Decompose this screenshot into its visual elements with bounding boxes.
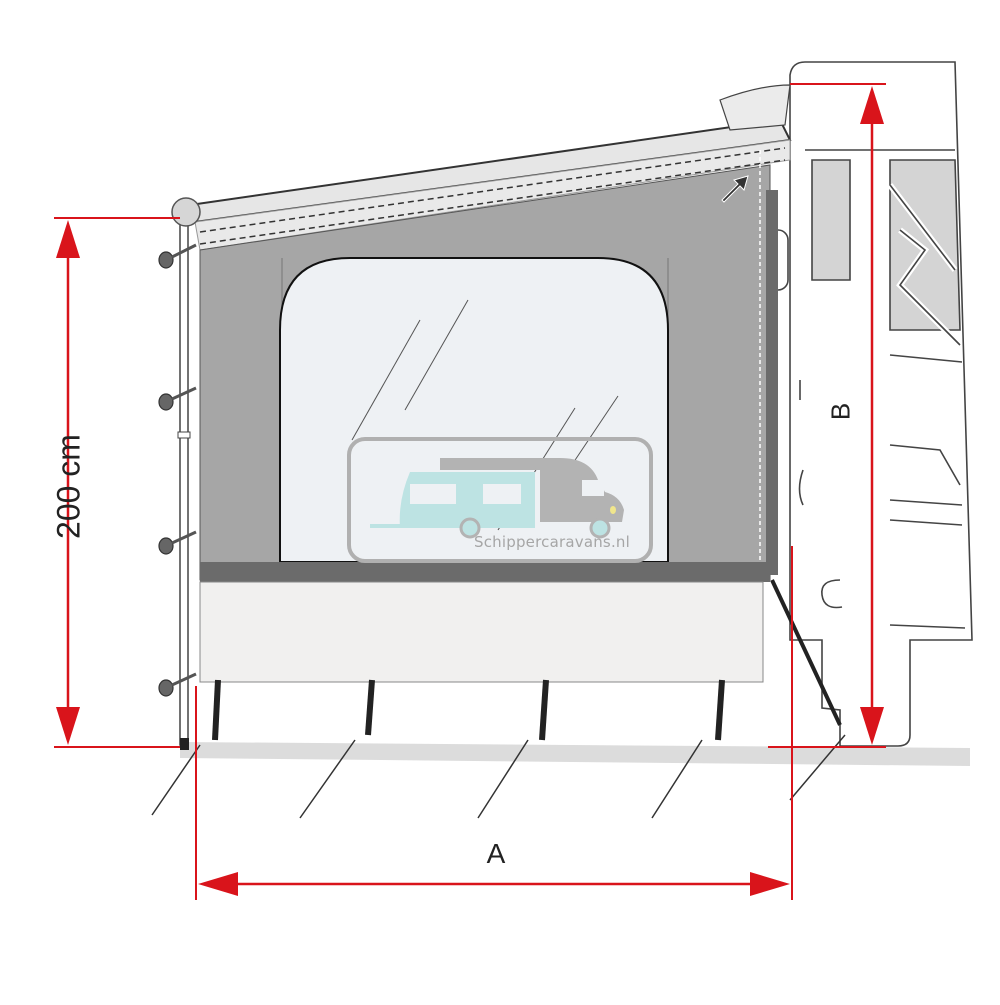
dimension-lines bbox=[54, 83, 886, 900]
width-dimension-label: A bbox=[486, 838, 506, 869]
vehicle-height-dimension-label: B bbox=[825, 402, 856, 421]
awning-rail bbox=[188, 84, 792, 251]
panel-skirt bbox=[199, 562, 770, 683]
indicator-arrow-icon bbox=[721, 175, 749, 203]
vehicle-wall bbox=[747, 61, 973, 747]
watermark-text: Schippercaravans.nl bbox=[474, 533, 630, 551]
ground-pegs bbox=[151, 579, 846, 819]
watermark-logo bbox=[347, 437, 653, 563]
height-dimension-label: 200 cm bbox=[50, 434, 87, 539]
pole-hooks bbox=[158, 243, 197, 697]
support-pole bbox=[171, 197, 201, 750]
